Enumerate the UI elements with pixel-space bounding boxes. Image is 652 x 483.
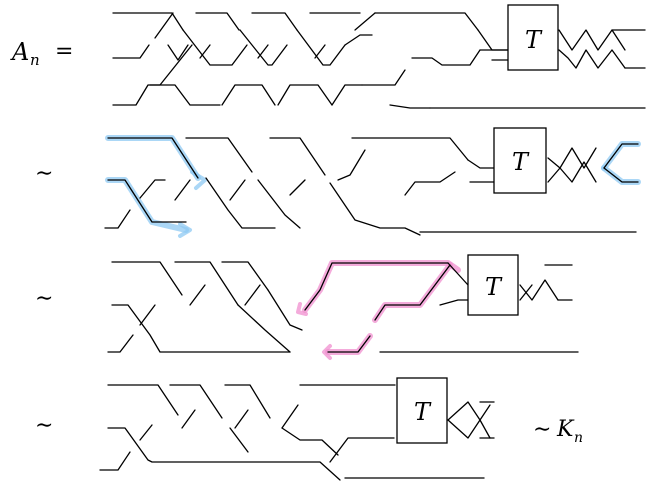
braid-strands-row-4	[99, 384, 495, 481]
pink-highlights	[296, 260, 461, 360]
sim-sign-row-3: ∼	[35, 286, 53, 311]
tangle-box-row-1	[507, 4, 559, 71]
braid-strands-row-1	[112, 12, 646, 109]
equals-sign: =	[55, 39, 73, 64]
tangle-label-row-2: T	[512, 148, 530, 176]
braid-strands-row-2	[104, 137, 639, 236]
sim-sign-result: ∼	[533, 417, 551, 442]
row-4: ∼ T ∼ K n	[35, 377, 583, 481]
tangle-label-row-3: T	[485, 273, 503, 301]
tangle-label-row-1: T	[525, 26, 543, 54]
row-3: ∼	[35, 254, 579, 360]
lhs-subscript: n	[30, 51, 40, 69]
tangle-label-row-4: T	[414, 398, 432, 426]
lhs-symbol: A	[10, 38, 29, 66]
row-2: ∼	[35, 127, 641, 238]
tangle-box-row-3	[467, 254, 519, 316]
rhs-subscript: n	[574, 430, 583, 446]
blue-highlights	[105, 135, 641, 238]
rhs-symbol: K	[556, 417, 575, 442]
braid-strands-row-3	[107, 261, 579, 353]
sim-sign-row-2: ∼	[35, 161, 53, 186]
tangle-box-row-4	[396, 377, 448, 444]
row-1: A n =	[10, 4, 646, 109]
sim-sign-row-4: ∼	[35, 413, 53, 438]
tangle-box-row-2	[493, 127, 547, 194]
